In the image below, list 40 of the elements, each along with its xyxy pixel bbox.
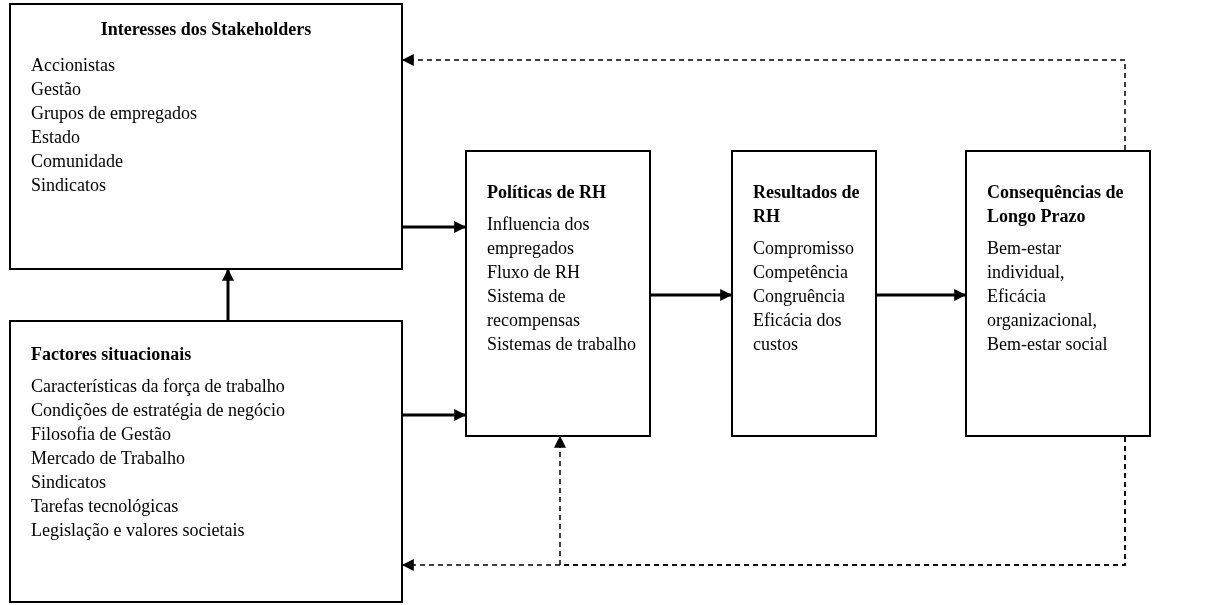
arrow (403, 409, 467, 421)
list-item: Mercado de Trabalho (31, 447, 186, 470)
arrow (877, 289, 967, 301)
list-item: Grupos de empregados (31, 102, 198, 125)
list-item: Fluxo de RH (487, 261, 581, 284)
list-item: Competência (753, 261, 849, 284)
list-item: Bem-estar individual, (987, 237, 1066, 284)
box-heading: Consequências de Longo Prazo (987, 181, 1125, 228)
list-item: Gestão (31, 78, 82, 101)
box-heading: Políticas de RH (487, 181, 607, 204)
process-box (9, 320, 403, 603)
arrow (222, 268, 234, 320)
list-item: Condições de estratégia de negócio (31, 399, 286, 422)
list-item: Eficácia organizacional, (987, 285, 1099, 332)
arrow (403, 221, 467, 233)
list-item: Influencia dos empregados (487, 213, 591, 260)
box-heading: Factores situacionais (31, 343, 193, 366)
list-item: Bem-estar social (987, 333, 1109, 356)
list-item: Sindicatos (31, 174, 107, 197)
list-item: Estado (31, 126, 81, 149)
box-heading: Resultados de RH (753, 181, 861, 228)
arrow (554, 435, 1126, 566)
list-item: Legislação e valores societais (31, 519, 246, 542)
list-item: Características da força de trabalho (31, 375, 286, 398)
process-box (731, 150, 877, 437)
process-box (465, 150, 651, 437)
list-item: Sindicatos (31, 471, 107, 494)
box-heading: Interesses dos Stakeholders (99, 18, 313, 41)
arrow (651, 289, 733, 301)
list-item: Sistema de recompensas (487, 285, 581, 332)
list-item: Filosofia de Gestão (31, 423, 172, 446)
process-box (9, 3, 403, 270)
list-item: Accionistas (31, 54, 116, 77)
list-item: Sistemas de trabalho (487, 333, 637, 356)
list-item: Comunidade (31, 150, 124, 173)
list-item: Eficácia dos custos (753, 309, 843, 356)
list-item: Tarefas tecnológicas (31, 495, 180, 518)
list-item: Compromisso (753, 237, 855, 260)
process-box (965, 150, 1151, 437)
list-item: Congruência (753, 285, 846, 308)
